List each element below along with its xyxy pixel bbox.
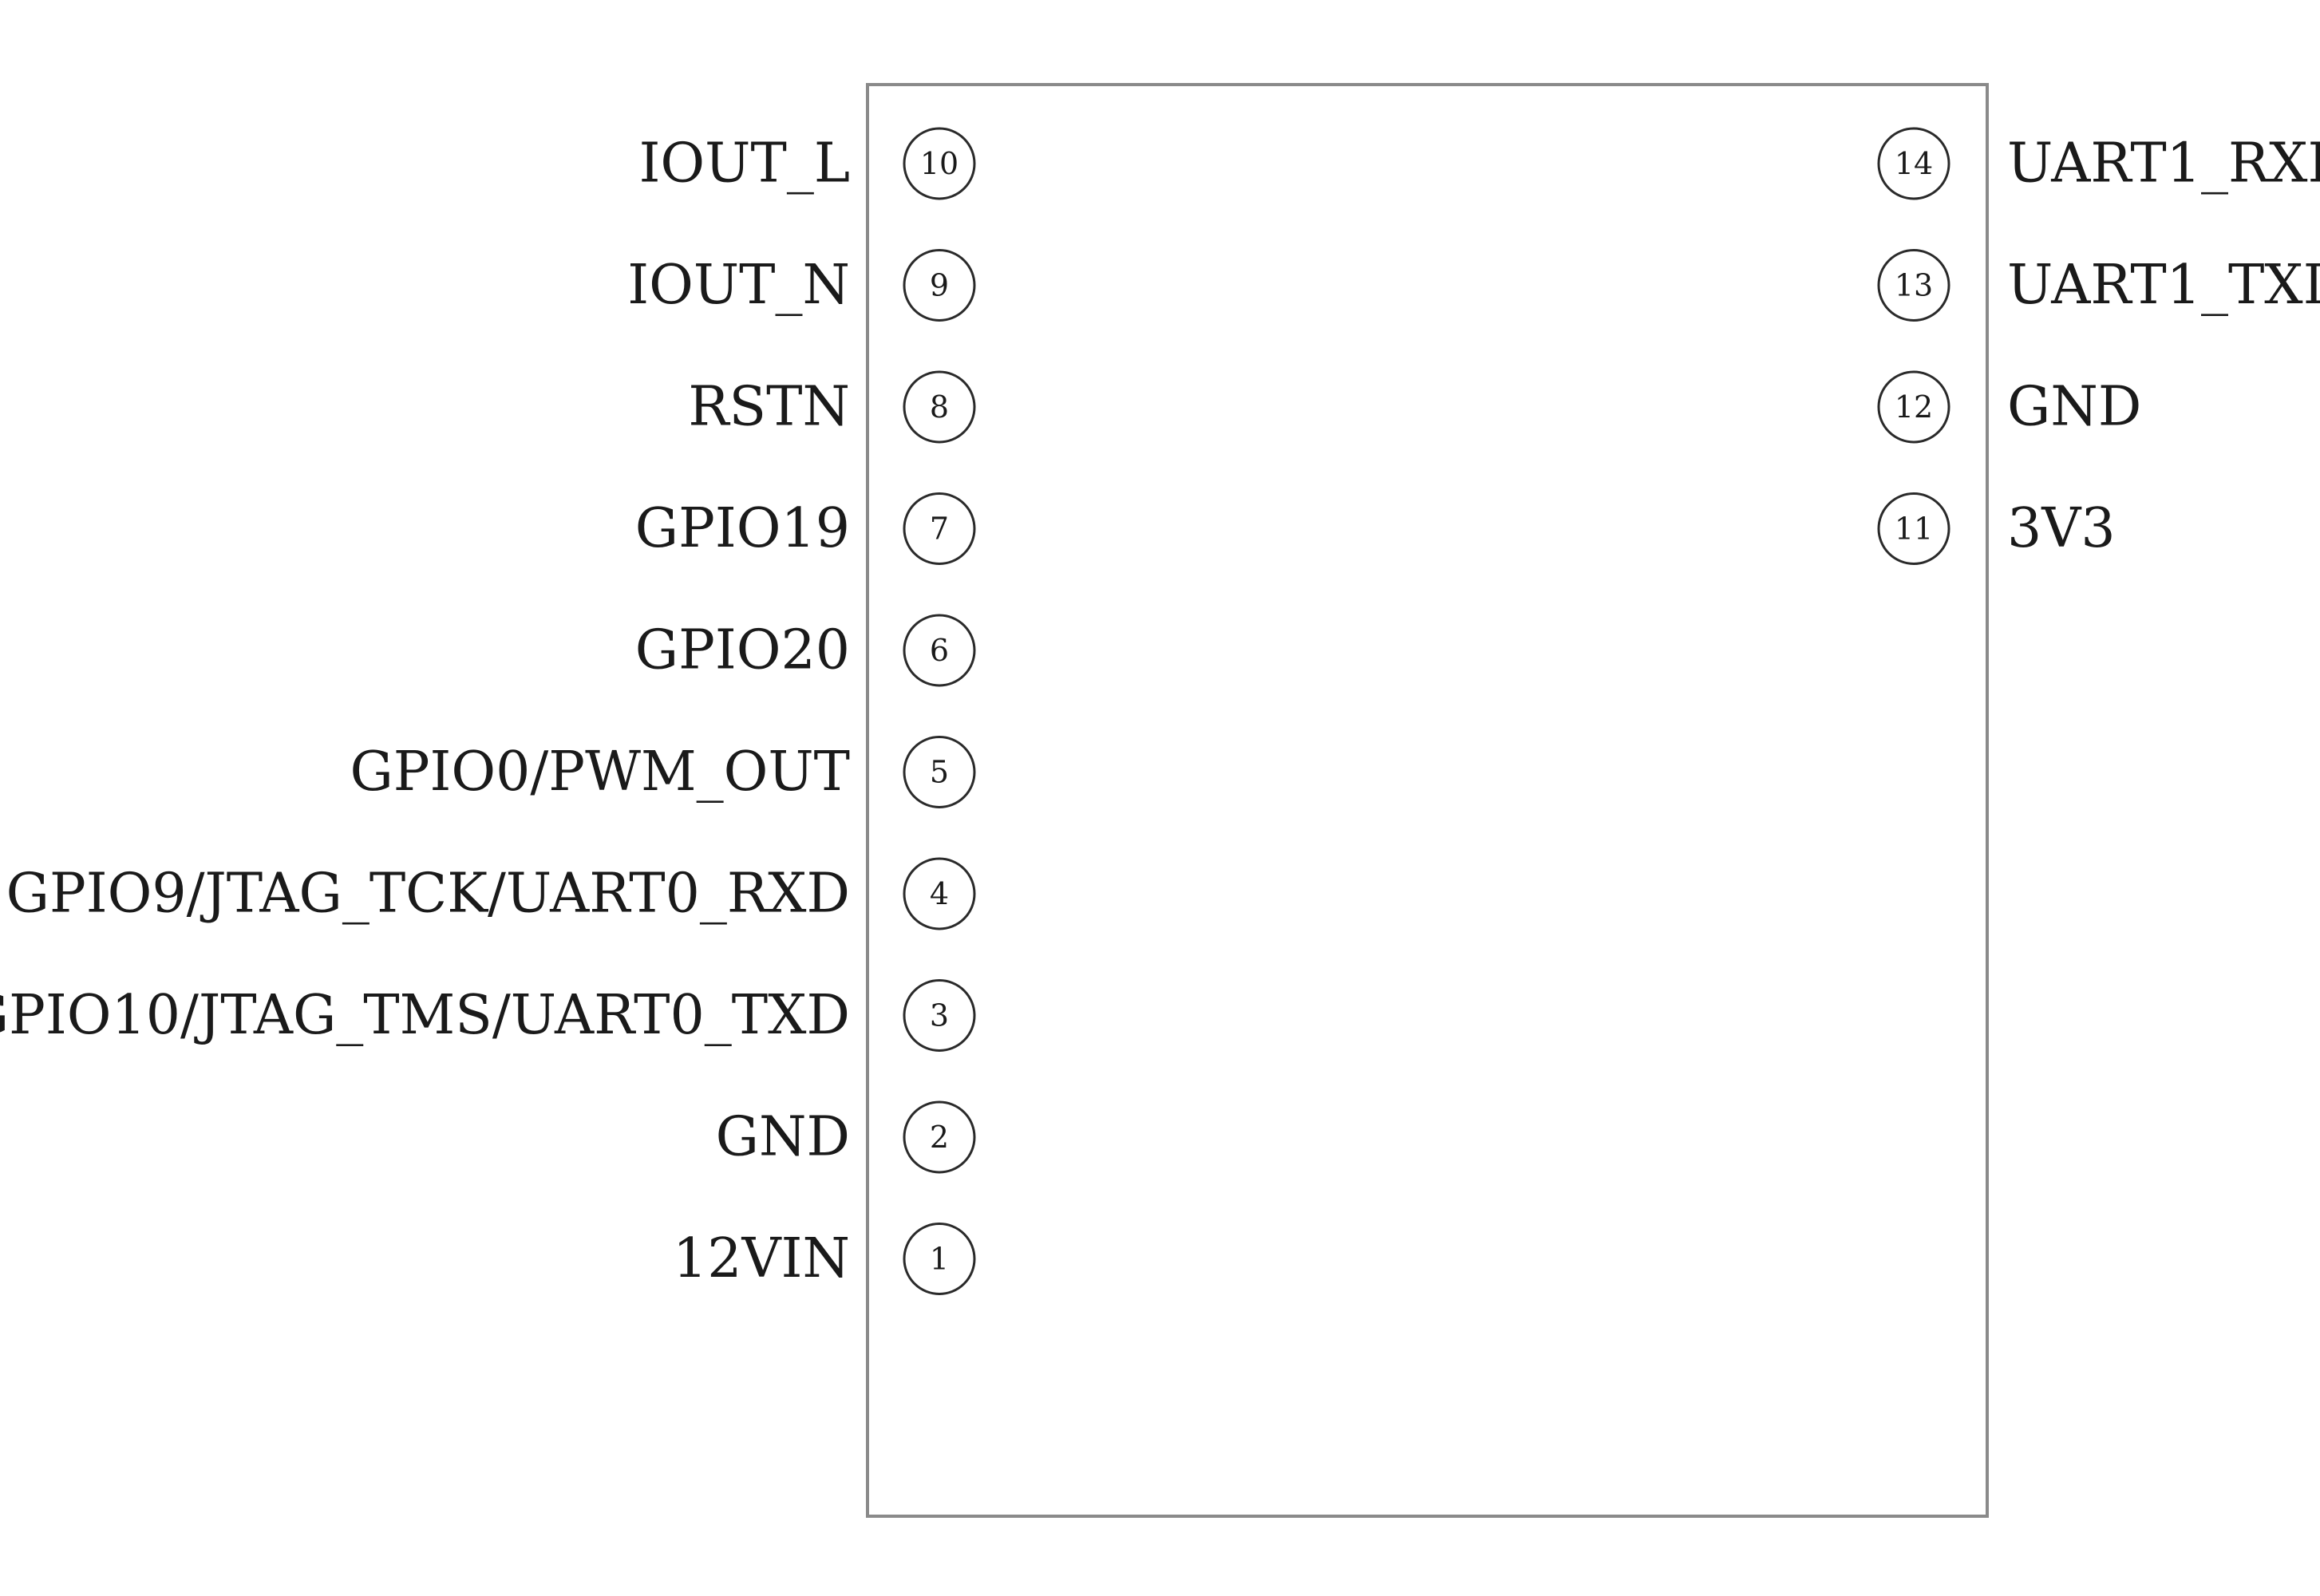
pin-number-3: 3: [930, 998, 949, 1033]
pin-circle-4: [903, 857, 976, 930]
pin-circle-13: [1877, 249, 1950, 322]
pin-number-4: 4: [930, 876, 949, 911]
pin-row-3: 3 GPIO10/JTAG_TMS/UART0_TXD: [0, 979, 976, 1052]
pin-circle-10: [903, 127, 976, 200]
pin-label-10: IOUT_L: [639, 132, 850, 196]
pin-label-11: 3V3: [2007, 497, 2116, 560]
pin-label-6: GPIO20: [635, 619, 850, 682]
pin-circle-3: [903, 979, 976, 1052]
pin-label-14: UART1_RXD: [2007, 132, 2320, 196]
pin-number-5: 5: [930, 755, 949, 790]
pin-circle-7: [903, 492, 976, 565]
pin-circle-2: [903, 1100, 976, 1174]
pin-label-8: RSTN: [688, 376, 850, 439]
left-pin-column: 10 IOUT_L 9 IOUT_N 8 RSTN 7 GPIO19 6 GPIO20 5 GPIO0…: [0, 127, 976, 1295]
pin-row-13: 13 UART1_TXD: [1877, 249, 2320, 322]
pin-label-13: UART1_TXD: [2007, 254, 2320, 317]
pin-circle-12: [1877, 370, 1950, 444]
pin-circle-11: [1877, 492, 1950, 565]
pin-label-12: GND: [2007, 376, 2141, 439]
pin-row-6: 6 GPIO20: [635, 614, 976, 687]
pin-number-8: 8: [930, 389, 949, 425]
pin-label-9: IOUT_N: [627, 254, 850, 317]
pin-row-9: 9 IOUT_N: [627, 249, 976, 322]
pin-row-2: 2 GND: [716, 1100, 976, 1174]
pin-row-14: 14 UART1_RXD: [1877, 127, 2320, 200]
pin-label-7: GPIO19: [635, 497, 850, 560]
pin-circle-6: [903, 614, 976, 687]
pin-number-9: 9: [930, 268, 949, 303]
pin-circle-14: [1877, 127, 1950, 200]
pin-circle-8: [903, 370, 976, 444]
pin-row-12: 12 GND: [1877, 370, 2141, 444]
pin-circle-1: [903, 1223, 976, 1295]
pin-row-4: 4 GPIO9/JTAG_TCK/UART0_RXD: [6, 857, 976, 930]
pin-label-4: GPIO9/JTAG_TCK/UART0_RXD: [6, 863, 850, 926]
pin-row-7: 7 GPIO19: [635, 492, 976, 565]
pin-number-12: 12: [1895, 389, 1933, 425]
pin-label-5: GPIO0/PWM_OUT: [350, 741, 850, 804]
pin-number-14: 14: [1895, 146, 1933, 181]
pin-number-1: 1: [930, 1242, 949, 1277]
pin-number-11: 11: [1895, 512, 1933, 547]
module-outline: [866, 83, 1989, 1518]
pin-label-3: GPIO10/JTAG_TMS/UART0_TXD: [0, 984, 850, 1047]
pin-number-7: 7: [930, 512, 949, 547]
pin-row-11: 11 3V3: [1877, 492, 2116, 565]
pin-row-10: 10 IOUT_L: [639, 127, 976, 200]
pin-row-8: 8 RSTN: [688, 370, 976, 444]
pin-number-10: 10: [920, 146, 958, 181]
pin-label-2: GND: [716, 1106, 850, 1169]
pin-number-2: 2: [930, 1120, 949, 1155]
pin-circle-5: [903, 736, 976, 808]
pin-label-1: 12VIN: [673, 1227, 850, 1290]
pin-row-1: 1 12VIN: [673, 1223, 976, 1295]
right-pin-column: 14 UART1_RXD 13 UART1_TXD 12 GND 11 3V3: [1877, 127, 2320, 565]
pin-row-5: 5 GPIO0/PWM_OUT: [350, 736, 976, 808]
pin-number-13: 13: [1895, 268, 1933, 303]
pin-circle-9: [903, 249, 976, 322]
pin-number-6: 6: [930, 633, 949, 668]
